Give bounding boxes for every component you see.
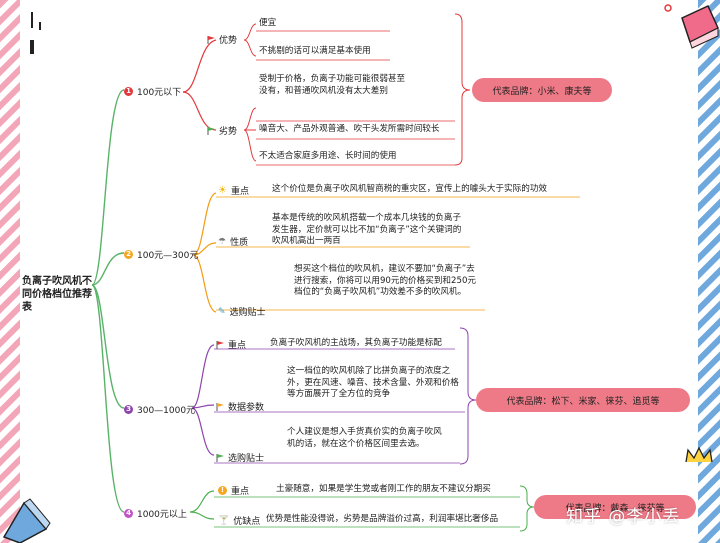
- b2-key-label: ☀ 重点: [218, 185, 249, 197]
- branch-2-label: 100元—300元: [137, 251, 199, 261]
- b1-disadvantage-item-2: 噪音大、产品外观普通、吹干头发所需时间较长: [259, 124, 440, 134]
- green-flag-icon: [207, 126, 215, 135]
- b1-advantage-label: 优势: [207, 33, 237, 46]
- root-node-title: 负离子吹风机不同价格档位推荐表: [22, 275, 92, 314]
- crown-decoration: [685, 446, 713, 463]
- bottom-left-decoration: [2, 498, 51, 543]
- b3-brand-bubble: 代表品牌：松下、米家、徕芬、追觅等: [476, 388, 690, 412]
- top-right-decoration: [664, 4, 719, 49]
- sun-icon: ☀: [218, 185, 227, 196]
- red-flag-icon: [207, 35, 215, 44]
- branch-3-number: 3: [124, 405, 133, 414]
- b4-brand-bubble: 代表品牌：戴森、徕芬等: [534, 495, 696, 519]
- branch-1-number: 1: [124, 87, 133, 96]
- green-flag-icon: [216, 453, 224, 462]
- branch-4-label: 1000元以上: [137, 510, 187, 520]
- branch-4-number: 4: [124, 509, 133, 518]
- b3-key-label: 重点: [216, 338, 246, 351]
- b2-tips-text: 想买这个档位的吹风机，建议不要加“负离子”去进行搜索，你将可以用90元的价格买到…: [294, 264, 477, 298]
- branch-2-node: 2 100元—300元: [124, 248, 198, 261]
- yellow-flag-icon: [216, 402, 224, 411]
- b3-param-text: 这一档位的吹风机除了比拼负离子的浓度之外，更在风速、噪音、技术含量、外观和价格等…: [287, 366, 459, 400]
- branch-3-label: 300—1000元: [137, 406, 196, 416]
- b1-disadvantage-item-1: 受制于价格，负离子功能可能很弱甚至没有，和普通吹风机没有太大差别: [259, 74, 406, 96]
- b2-nature-text: 基本是传统的吹风机搭载一个成本几块钱的负离子发生器，定价就可以比不加“负离子”这…: [272, 213, 462, 247]
- b3-tips-label: 选购贴士: [216, 451, 264, 464]
- branch-1-node: 1 100元以下: [124, 85, 181, 98]
- watermark: 知乎 @李小丢: [566, 507, 681, 527]
- left-decorative-border: [0, 0, 20, 543]
- b4-procon-text: 优势是性能没得说，劣势是品牌溢价过高，利润率堪比奢侈品: [266, 514, 499, 524]
- b3-tips-text: 个人建议是想入手货真价实的负离子吹风机的话，就在这个价格区间里去选。: [287, 427, 442, 449]
- b3-param-label: 数据参数: [216, 400, 264, 413]
- b2-tips-label: ✎ 选购贴士: [218, 306, 266, 319]
- cup-icon: 🍸: [218, 515, 230, 526]
- pen-icon: ✎: [218, 306, 226, 317]
- b1-advantage-item-2: 不挑剔的话可以满足基本使用: [259, 46, 371, 56]
- b4-key-text: 土豪随意，如果是学生党或者刚工作的朋友不建议分期买: [276, 484, 491, 494]
- branch-1-label: 100元以下: [137, 88, 182, 98]
- b2-nature-label: ☂ 性质: [218, 236, 249, 249]
- b1-advantage-item-1: 便宜: [259, 18, 277, 28]
- umbrella-icon: ☂: [218, 236, 227, 247]
- exclamation-icon: !: [218, 486, 227, 495]
- b4-key-label: ! 重点: [218, 484, 249, 497]
- left-marks: [30, 12, 41, 54]
- b1-disadvantage-item-3: 不太适合家庭多用途、长时间的使用: [259, 151, 397, 161]
- right-decorative-border: [698, 0, 720, 543]
- branch-3-node: 3 300—1000元: [124, 403, 195, 416]
- b1-disadvantage-label: 劣势: [207, 124, 237, 137]
- branch-4-node: 4 1000元以上: [124, 507, 187, 520]
- branch-2-number: 2: [124, 250, 133, 259]
- b2-key-text: 这个价位是负离子吹风机智商税的重灾区，宣传上的噱头大于实际的功效: [272, 184, 548, 194]
- b3-key-text: 负离子吹风机的主战场，其负离子功能是标配: [270, 338, 442, 348]
- b4-procon-label: 🍸 优缺点: [218, 515, 261, 528]
- red-flag-icon: [216, 340, 224, 349]
- b1-brand-bubble: 代表品牌：小米、康夫等: [472, 78, 612, 102]
